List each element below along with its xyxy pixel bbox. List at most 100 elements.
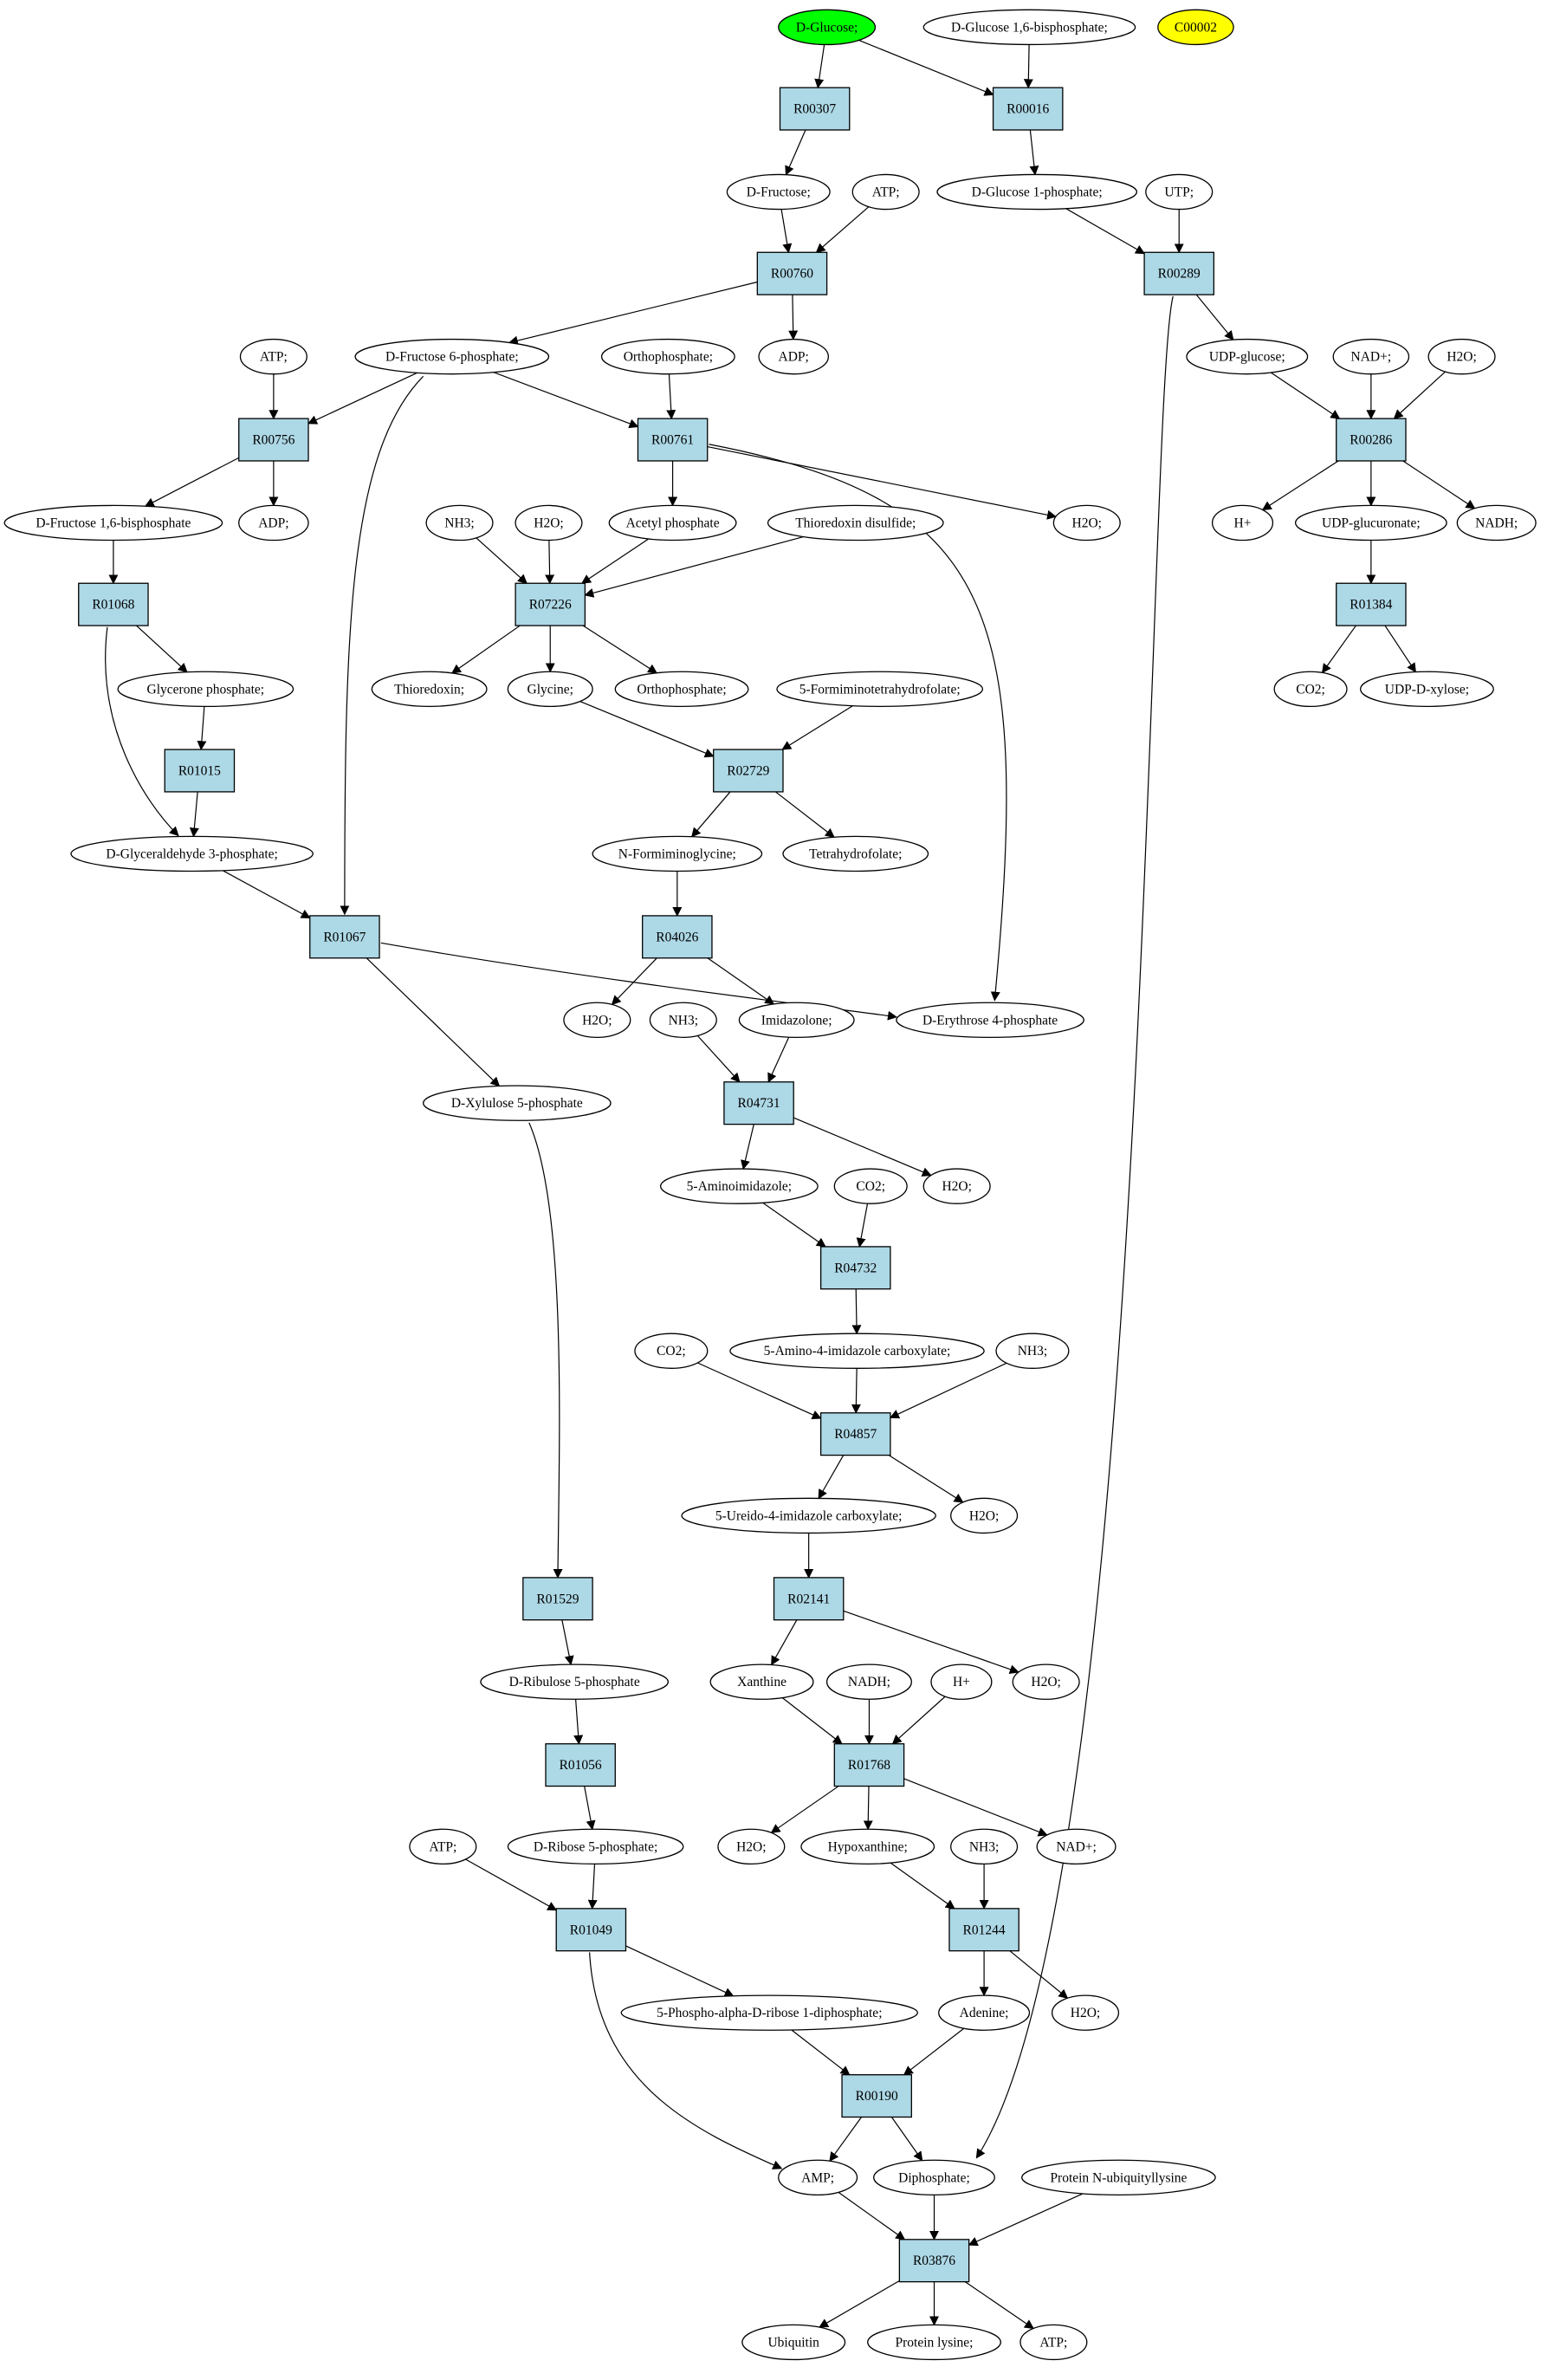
- reaction-r00760[interactable]: R00760: [756, 251, 828, 295]
- compound-hplus_b[interactable]: H+: [930, 1663, 993, 1700]
- compound-nad_b[interactable]: NAD+;: [1036, 1828, 1117, 1865]
- compound-hplus_a[interactable]: H+: [1211, 504, 1274, 541]
- reaction-r00190[interactable]: R00190: [841, 2074, 912, 2118]
- compound-trx[interactable]: Thioredoxin;: [371, 671, 488, 708]
- compound-glucose[interactable]: D-Glucose;: [778, 9, 877, 46]
- compound-glyp[interactable]: Glycerone phosphate;: [117, 671, 295, 708]
- reaction-r00761[interactable]: R00761: [637, 418, 709, 462]
- compound-hypox[interactable]: Hypoxanthine;: [800, 1828, 935, 1865]
- compound-label: NH3;: [669, 1013, 698, 1028]
- compound-e4p[interactable]: D-Erythrose 4-phosphate: [896, 1002, 1084, 1038]
- reaction-r01529[interactable]: R01529: [522, 1577, 593, 1621]
- reaction-r01244[interactable]: R01244: [948, 1908, 1020, 1952]
- compound-aminoimid[interactable]: 5-Aminoimidazole;: [659, 1168, 819, 1204]
- compound-g3p[interactable]: D-Glyceraldehyde 3-phosphate;: [70, 835, 314, 872]
- compound-ubiquitin[interactable]: Ubiquitin: [741, 2324, 846, 2361]
- compound-nh3_a[interactable]: NH3;: [425, 504, 494, 541]
- compound-adp_b[interactable]: ADP;: [238, 504, 309, 541]
- compound-amp[interactable]: AMP;: [778, 2159, 858, 2195]
- compound-x5p[interactable]: D-Xylulose 5-phosphate: [422, 1085, 612, 1121]
- compound-nformgly[interactable]: N-Formiminoglycine;: [592, 835, 763, 872]
- compound-label: H+: [1234, 516, 1252, 530]
- compound-trx_ss[interactable]: Thioredoxin disulfide;: [767, 504, 944, 541]
- reaction-r00289[interactable]: R00289: [1143, 251, 1215, 295]
- compound-h2o_f[interactable]: H2O;: [950, 1497, 1019, 1534]
- compound-nadh_b[interactable]: NADH;: [825, 1663, 912, 1700]
- compound-h2o_b[interactable]: H2O;: [515, 504, 583, 541]
- compound-xanthine[interactable]: Xanthine: [709, 1663, 814, 1700]
- compound-glycine[interactable]: Glycine;: [507, 671, 593, 708]
- compound-orthophos_b[interactable]: Orthophosphate;: [614, 671, 749, 708]
- reaction-r07226[interactable]: R07226: [515, 582, 586, 626]
- compound-adenine[interactable]: Adenine;: [938, 1994, 1031, 2031]
- compound-atp_c[interactable]: ATP;: [409, 1828, 477, 1865]
- compound-label: Imidazolone;: [761, 1013, 832, 1028]
- reaction-r02141[interactable]: R02141: [773, 1577, 845, 1621]
- reaction-r02729[interactable]: R02729: [713, 749, 784, 793]
- compound-thf[interactable]: Tetrahydrofolate;: [782, 835, 929, 872]
- compound-protlys[interactable]: Protein lysine;: [867, 2324, 1001, 2361]
- compound-f16bp[interactable]: D-Fructose 1,6-bisphosphate: [3, 504, 223, 541]
- compound-imidazolone[interactable]: Imidazolone;: [738, 1002, 855, 1038]
- compound-g1p[interactable]: D-Glucose 1-phosphate;: [936, 173, 1138, 211]
- reaction-r01068[interactable]: R01068: [78, 582, 149, 626]
- compound-h2o_e[interactable]: H2O;: [922, 1168, 991, 1204]
- compound-udpxyl[interactable]: UDP-D-xylose;: [1359, 671, 1494, 708]
- compound-prpp[interactable]: 5-Phospho-alpha-D-ribose 1-diphosphate;: [620, 1994, 918, 2031]
- compound-fructose[interactable]: D-Fructose;: [726, 173, 831, 211]
- compound-utp[interactable]: UTP;: [1145, 173, 1214, 211]
- compound-atp_a[interactable]: ATP;: [851, 173, 920, 211]
- reaction-r04731[interactable]: R04731: [723, 1081, 794, 1125]
- compound-atp_d[interactable]: ATP;: [1020, 2324, 1088, 2361]
- compound-f6p[interactable]: D-Fructose 6-phosphate;: [354, 338, 550, 375]
- reaction-r01056[interactable]: R01056: [545, 1743, 616, 1787]
- reaction-r01067[interactable]: R01067: [309, 915, 380, 959]
- compound-co2_c[interactable]: CO2;: [634, 1333, 709, 1369]
- compound-ellipse: [778, 9, 877, 46]
- compound-h2o_h[interactable]: H2O;: [717, 1828, 786, 1865]
- compound-r5p[interactable]: D-Ribose 5-phosphate;: [507, 1828, 684, 1865]
- reaction-r01049[interactable]: R01049: [555, 1908, 627, 1952]
- compound-udpglc[interactable]: UDP-glucose;: [1186, 338, 1309, 375]
- reaction-r00756[interactable]: R00756: [238, 418, 309, 462]
- compound-ureido[interactable]: 5-Ureido-4-imidazole carboxylate;: [681, 1497, 936, 1534]
- compound-diphos[interactable]: Diphosphate;: [873, 2159, 995, 2195]
- reaction-r00286[interactable]: R00286: [1336, 418, 1407, 462]
- reaction-box: [238, 418, 309, 462]
- compound-c00002[interactable]: C00002: [1157, 9, 1234, 46]
- compound-nh3_c[interactable]: NH3;: [995, 1333, 1070, 1369]
- compound-atp_b[interactable]: ATP;: [239, 338, 307, 375]
- compound-nadh_a[interactable]: NADH;: [1456, 504, 1537, 541]
- reaction-r00016[interactable]: R00016: [992, 87, 1064, 131]
- compound-nh3_d[interactable]: NH3;: [950, 1828, 1019, 1865]
- compound-orthophos_a[interactable]: Orthophosphate;: [600, 338, 735, 375]
- compound-co2_a[interactable]: CO2;: [1273, 671, 1348, 708]
- compound-h2o_a[interactable]: H2O;: [1427, 338, 1496, 375]
- compound-co2_b[interactable]: CO2;: [833, 1168, 908, 1204]
- compound-h2o_d[interactable]: H2O;: [563, 1002, 631, 1038]
- compound-udpglcua[interactable]: UDP-glucuronate;: [1294, 504, 1447, 541]
- compound-acetylp[interactable]: Acetyl phosphate: [608, 504, 737, 541]
- reaction-r01015[interactable]: R01015: [164, 749, 236, 793]
- reaction-r04026[interactable]: R04026: [642, 915, 713, 959]
- compound-g16bp[interactable]: D-Glucose 1,6-bisphosphate;: [922, 9, 1136, 46]
- compound-adp_a[interactable]: ADP;: [758, 338, 829, 375]
- compound-nh3_b[interactable]: NH3;: [649, 1002, 717, 1038]
- compound-h2o_i[interactable]: H2O;: [1051, 1994, 1120, 2031]
- reaction-r01384[interactable]: R01384: [1336, 582, 1407, 626]
- compound-h2o_g[interactable]: H2O;: [1012, 1663, 1080, 1700]
- reaction-r04857[interactable]: R04857: [819, 1412, 891, 1456]
- compound-ru5p[interactable]: D-Ribulose 5-phosphate: [480, 1663, 670, 1700]
- reaction-r00307[interactable]: R00307: [779, 87, 851, 131]
- compound-ellipse: [741, 2324, 846, 2361]
- reaction-r01768[interactable]: R01768: [833, 1743, 905, 1787]
- compound-aicarbox[interactable]: 5-Amino-4-imidazole carboxylate;: [729, 1333, 985, 1369]
- compound-nad_a[interactable]: NAD+;: [1332, 338, 1410, 375]
- edge-r01067-to-e4p: [380, 942, 897, 1021]
- reaction-r04732[interactable]: R04732: [819, 1246, 891, 1290]
- compound-formthf[interactable]: 5-Formiminotetrahydrofolate;: [776, 671, 984, 708]
- compound-ellipse: [1036, 1828, 1117, 1865]
- compound-h2o_c[interactable]: H2O;: [1052, 504, 1121, 541]
- compound-ubilys[interactable]: Protein N-ubiquityllysine: [1021, 2159, 1216, 2195]
- reaction-r03876[interactable]: R03876: [898, 2239, 970, 2283]
